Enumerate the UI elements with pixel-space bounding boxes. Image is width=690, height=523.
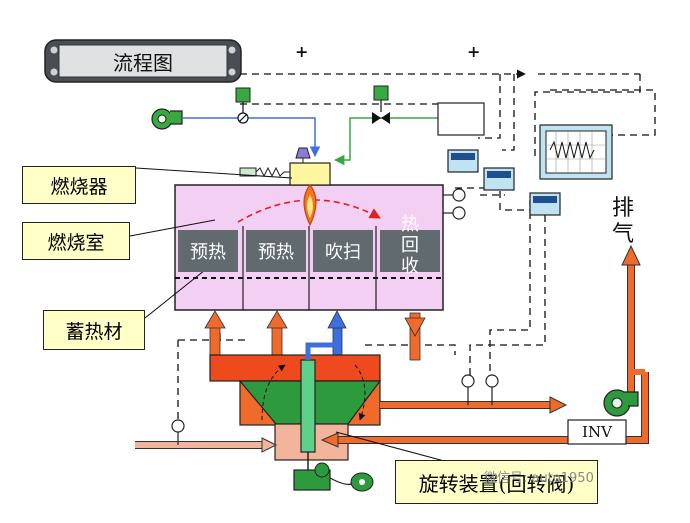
- air-duct: [182, 117, 321, 158]
- rotary-drive-motor: [293, 452, 374, 492]
- exhaust-fan: [567, 389, 639, 445]
- combustion-air-fan: [151, 108, 183, 130]
- process-pipes: [135, 244, 649, 453]
- regen-callout: 蓄热材: [43, 310, 145, 350]
- fuel-line: [333, 117, 440, 166]
- segment-heat-recovery: 热回收: [401, 214, 419, 277]
- burner-callout: 燃烧器: [22, 166, 136, 204]
- rotary-valve-body: [209, 330, 382, 461]
- segment-preheat-2: 预热: [246, 230, 306, 272]
- plus-sign-1: +: [295, 42, 309, 61]
- flow-title: 流程图: [113, 50, 173, 75]
- segment-purge: 吹扫: [313, 230, 373, 272]
- burner-assembly: [239, 147, 331, 227]
- rotary-callout: 旋转装置(回转阀): [395, 460, 598, 504]
- exhaust-label-1: 排: [612, 196, 635, 221]
- chamber-partitions: [242, 226, 377, 310]
- signal-lines: [177, 69, 656, 420]
- controllers: [447, 149, 561, 216]
- control-box: [437, 102, 485, 136]
- chart-recorder: [539, 124, 613, 180]
- segment-heat-recovery-bg: [380, 230, 440, 272]
- inv-label: INV: [582, 423, 612, 441]
- segment-preheat-1: 预热: [178, 230, 238, 272]
- hot-flow-arrows: [204, 310, 426, 361]
- chamber-sensors: [443, 188, 466, 220]
- fuel-valve: [372, 85, 390, 124]
- watermark: 微信号: auto1950: [484, 471, 594, 486]
- chamber-callout: 燃烧室: [22, 222, 130, 260]
- flow-title-plate: [44, 39, 242, 83]
- exhaust-label-2: 气: [612, 222, 635, 247]
- pressure-gauges: [171, 374, 499, 445]
- air-damper: [235, 87, 251, 124]
- plus-sign-2: +: [467, 42, 481, 61]
